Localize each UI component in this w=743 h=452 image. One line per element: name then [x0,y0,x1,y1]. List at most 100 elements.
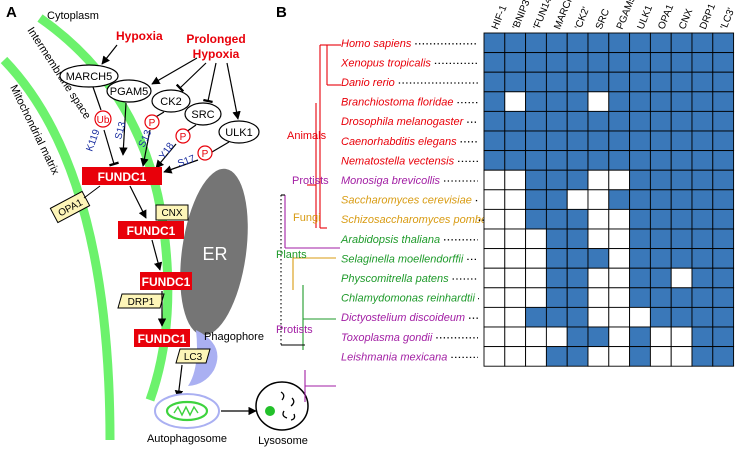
species-label: Selaginella moellendorffii [341,253,464,265]
species-label: Nematostella vectensis [341,155,455,167]
presence-cell [483,189,506,210]
phagophore-label: Phagophore [204,331,264,343]
presence-cell [587,287,610,308]
column-header: DRP1 [698,2,718,31]
presence-cell [566,110,589,132]
presence-cell [483,326,506,348]
presence-cell [483,267,506,289]
presence-cell [504,326,527,348]
march5-label: MARCH5 [66,71,112,83]
column-header: CNX [677,7,695,31]
presence-cell [629,32,651,54]
presence-cell [483,306,506,328]
presence-cell [608,228,631,250]
presence-cell [629,287,651,308]
presence-cell [670,248,693,269]
presence-cell [691,150,714,171]
species-label: Dictyostelium discoideum [341,312,465,324]
presence-cell [525,130,547,152]
species-label: Saccharomyces cerevisiae [341,195,472,207]
presence-cell [670,110,693,132]
species-label: Caenorhabditis elegans [341,136,457,148]
group-label-plants: Plants [276,249,307,261]
presence-cell [483,130,506,152]
presence-cell [649,287,672,308]
prolonged-hypoxia-line2: Hypoxia [193,47,240,61]
ub-badge [94,110,112,128]
presence-cell [712,169,735,191]
presence-cell [670,32,693,54]
ulk1-p-to-fundc1 [163,159,199,174]
presence-cell [504,110,527,132]
presence-cell [712,306,735,328]
presence-cell [545,130,568,152]
presence-cell [712,228,735,250]
presence-cell [649,306,672,328]
presence-cell [545,110,568,132]
presence-cell [545,189,568,210]
ulk1-node [218,120,260,144]
site-k119: K119 [84,128,102,153]
presence-cell [525,208,547,230]
species-label: Chlamydomonas reinhardtii [341,293,475,305]
presence-cell [670,267,693,289]
presence-cell [587,208,610,230]
presence-cell [629,52,651,73]
presence-cell [629,346,651,367]
presence-cell [566,52,589,73]
presence-cell [649,91,672,112]
presence-cell [691,91,714,112]
presence-cell [629,189,651,210]
presence-cell [545,287,568,308]
presence-cell [649,130,672,152]
presence-cell [649,71,672,93]
presence-cell [712,130,735,152]
presence-cell [504,32,527,54]
prolonged-hypoxia-line1: Prolonged [186,32,245,46]
column-header: 'BNIP3' [511,0,533,31]
presence-cell [649,248,672,269]
presence-cell [649,326,672,348]
presence-cell [670,306,693,328]
presence-cell [504,287,527,308]
presence-cell [691,267,714,289]
presence-cell [649,189,672,210]
presence-cell [691,287,714,308]
presence-cell [483,71,506,93]
species-label: Drosophila melanogaster [341,116,465,128]
presence-cell [712,110,735,132]
presence-cell [545,52,568,73]
presence-cell [483,287,506,308]
presence-cell [691,32,714,54]
presence-cell [629,306,651,328]
march5-to-ub-line [92,86,102,111]
species-label: Physcomitrella patens [341,273,449,285]
fundc1-box-2-label: FUNDC1 [127,224,176,238]
p-badge-ulk1 [197,145,213,161]
presence-cell [629,110,651,132]
presence-cell [587,346,610,367]
ck2-node [151,89,191,113]
presence-cell [712,52,735,73]
presence-cell [712,32,735,54]
presence-cell [712,248,735,269]
presence-cell [608,150,631,171]
presence-cell [483,52,506,73]
presence-cell [566,306,589,328]
presence-cell [691,208,714,230]
panel-b: B [276,0,737,402]
presence-cell [712,346,735,367]
presence-cell [670,169,693,191]
presence-cell [608,287,631,308]
inner-membrane [0,56,115,441]
ulk1-to-p-line [211,141,230,153]
presence-cell [712,326,735,348]
drp1-callout [117,293,165,309]
presence-cell [525,326,547,348]
presence-cell [587,267,610,289]
presence-cell [670,91,693,112]
presence-cell [504,169,527,191]
presence-cell [566,130,589,152]
presence-cell [483,208,506,230]
